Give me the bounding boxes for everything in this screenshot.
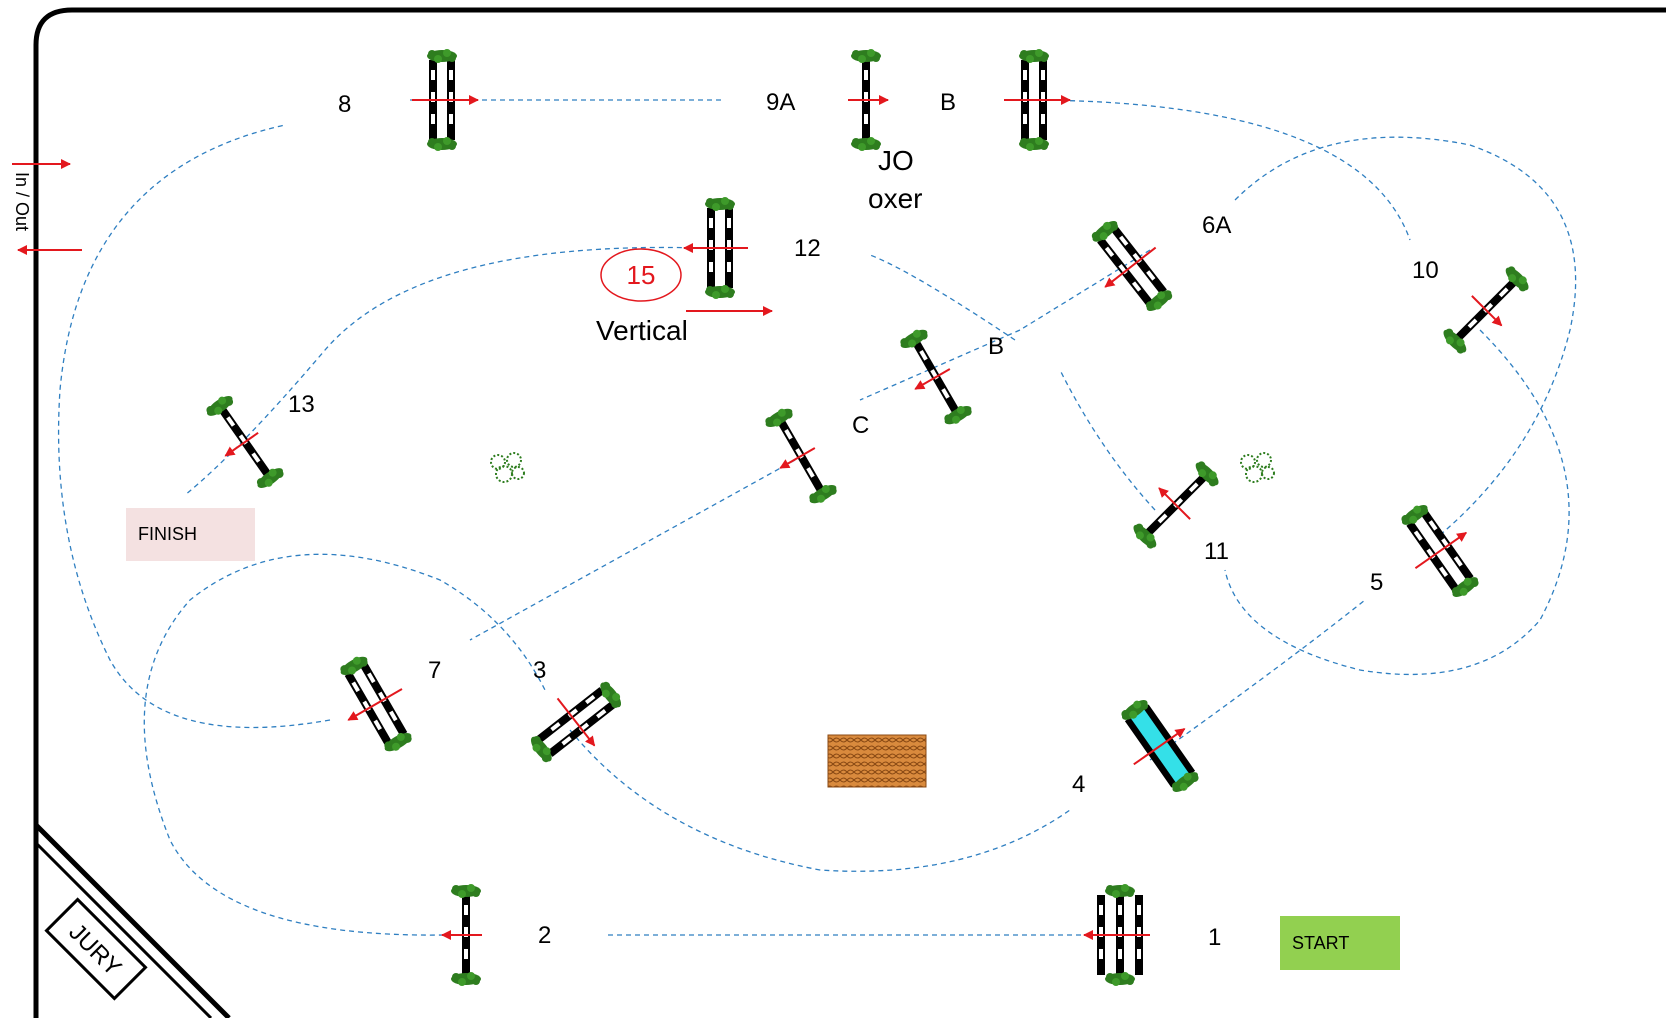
- jump-off-number-15: 15: [600, 248, 682, 302]
- finish-label: FINISH: [138, 524, 197, 544]
- start-box: START: [1280, 916, 1400, 970]
- fence-6c: [762, 404, 840, 508]
- fence-4: [1118, 695, 1202, 797]
- fence-6b: [897, 325, 975, 429]
- fence-8: [412, 49, 479, 151]
- jo-label: JO: [878, 145, 914, 176]
- shrub-left: [490, 452, 525, 483]
- fence-12: [683, 197, 748, 299]
- fence-number-7: 7: [428, 657, 441, 684]
- fence-number-1: 1: [1208, 924, 1221, 951]
- fence-3: [526, 678, 626, 766]
- start-label: START: [1292, 933, 1349, 953]
- fence-5: [1398, 500, 1482, 602]
- vertical-label: Vertical: [596, 315, 688, 346]
- fence-number-labels: 1 2 3 4 5 6A B C 7 8 9A B 10 11 12 13: [288, 89, 1439, 951]
- oxer-label: oxer: [868, 183, 922, 214]
- fence-11: [1129, 458, 1223, 552]
- jury-corner: JURY: [34, 823, 231, 1020]
- fence-2: [441, 884, 482, 986]
- fence-number-3: 3: [533, 657, 546, 684]
- fence-number-10: 10: [1412, 257, 1439, 284]
- fence-10: [1439, 263, 1533, 357]
- circled-number-text: 15: [627, 260, 656, 290]
- fence-number-9a: 9A: [766, 89, 795, 116]
- wall-obstacle: [827, 734, 927, 788]
- fence-number-13: 13: [288, 391, 315, 418]
- fence-number-6c: C: [852, 412, 869, 439]
- fence-number-9b: B: [940, 89, 956, 116]
- fence-number-11: 11: [1204, 538, 1229, 565]
- finish-box: FINISH: [126, 508, 255, 561]
- fence-number-2: 2: [538, 922, 551, 949]
- fence-number-6b: B: [988, 333, 1004, 360]
- in-out-marker: In / Out: [12, 159, 82, 255]
- fence-9b: [1004, 49, 1071, 151]
- fence-number-4: 4: [1072, 771, 1085, 798]
- fence-7: [337, 652, 415, 756]
- jump-off-labels: JO oxer Vertical: [596, 145, 922, 346]
- fence-number-8: 8: [338, 91, 351, 118]
- shrub-right: [1240, 452, 1275, 483]
- fence-9a: [848, 49, 889, 151]
- course-path: [57, 99, 1577, 936]
- fence-number-5: 5: [1370, 569, 1383, 596]
- fence-number-6a: 6A: [1202, 212, 1231, 239]
- in-out-label: In / Out: [12, 172, 32, 231]
- fence-13: [203, 391, 287, 493]
- arena-border: [33, 7, 1666, 1018]
- fence-number-12: 12: [794, 235, 821, 262]
- fence-6a: [1088, 216, 1176, 316]
- fence-1: [1083, 884, 1150, 986]
